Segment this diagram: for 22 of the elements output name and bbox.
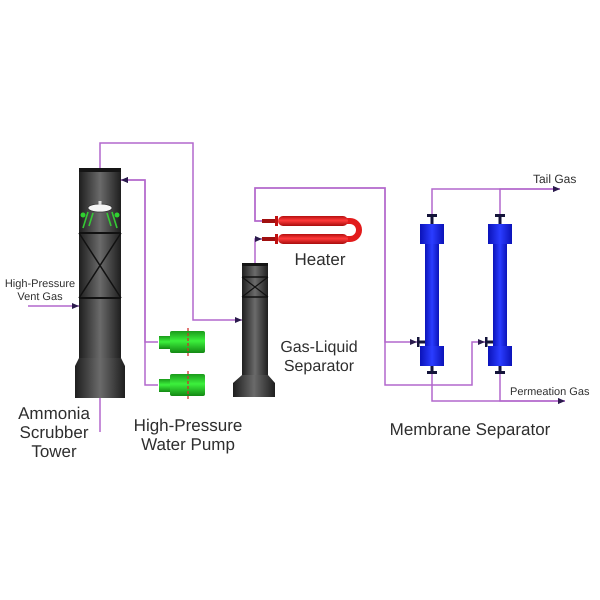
equipment-label: Membrane Separator xyxy=(388,420,552,440)
stream-label: Tail Gas xyxy=(533,172,583,186)
pipe-arrow xyxy=(499,186,560,214)
pipe-arrow xyxy=(99,142,242,323)
membrane-module xyxy=(417,214,444,374)
pump-icon xyxy=(158,328,206,356)
pipe-arrow xyxy=(499,374,565,404)
pipe-arrow xyxy=(121,177,158,386)
membrane-module xyxy=(485,214,512,374)
equipment-label: Heater xyxy=(293,250,347,270)
equipment-label: Ammonia Scrubber Tower xyxy=(17,404,91,461)
equipment-label: High-Pressure Water Pump xyxy=(132,416,244,454)
pump-icon xyxy=(158,371,206,399)
scrubber-tower xyxy=(75,168,125,398)
pipe-line xyxy=(99,398,101,432)
pipe-arrow xyxy=(28,303,79,309)
pipe-arrow xyxy=(254,187,485,386)
separator-column xyxy=(233,263,275,397)
pipe-arrow xyxy=(254,236,262,263)
stream-label: Permeation Gas xyxy=(510,385,596,399)
stream-label: High-Pressure Vent Gas xyxy=(2,278,78,306)
equipment-label: Gas-Liquid Separator xyxy=(279,338,359,376)
